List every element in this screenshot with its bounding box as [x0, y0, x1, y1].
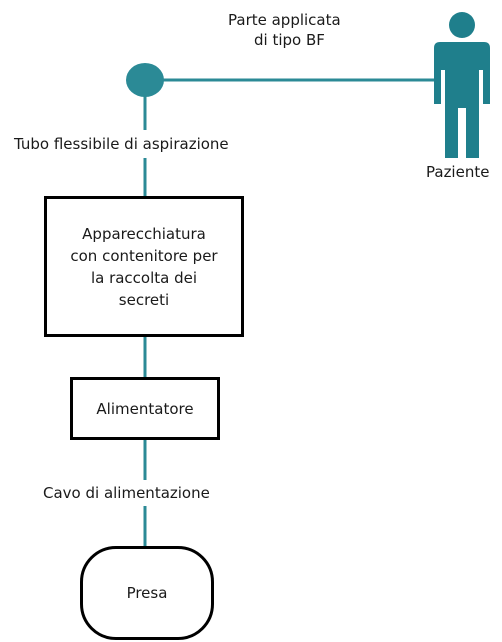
equipment-label-line-4: secreti [118, 290, 170, 309]
power-supply-label: Alimentatore [96, 399, 194, 418]
applied-part-icon [126, 63, 164, 97]
tube-label: Tubo flessibile di aspirazione [14, 135, 229, 153]
outlet-label: Presa [126, 584, 168, 602]
person-icon [434, 12, 490, 158]
cable-label: Cavo di alimentazione [43, 484, 210, 502]
applied-part-label: Parte applicata di tipo BF [228, 10, 341, 50]
equipment-label-line-3: la raccolta dei [90, 268, 198, 287]
power-supply-box: Alimentatore [70, 377, 220, 440]
outlet-terminal: Presa [80, 546, 214, 640]
applied-part-label-line-2: di tipo BF [254, 31, 325, 49]
applied-part-label-line-1: Parte applicata [228, 11, 341, 29]
equipment-box: Apparecchiatura con contenitore per la r… [44, 196, 244, 337]
equipment-label-line-1: Apparecchiatura [82, 224, 206, 243]
equipment-label-line-2: con contenitore per [70, 246, 218, 265]
patient-label: Paziente [426, 163, 490, 181]
